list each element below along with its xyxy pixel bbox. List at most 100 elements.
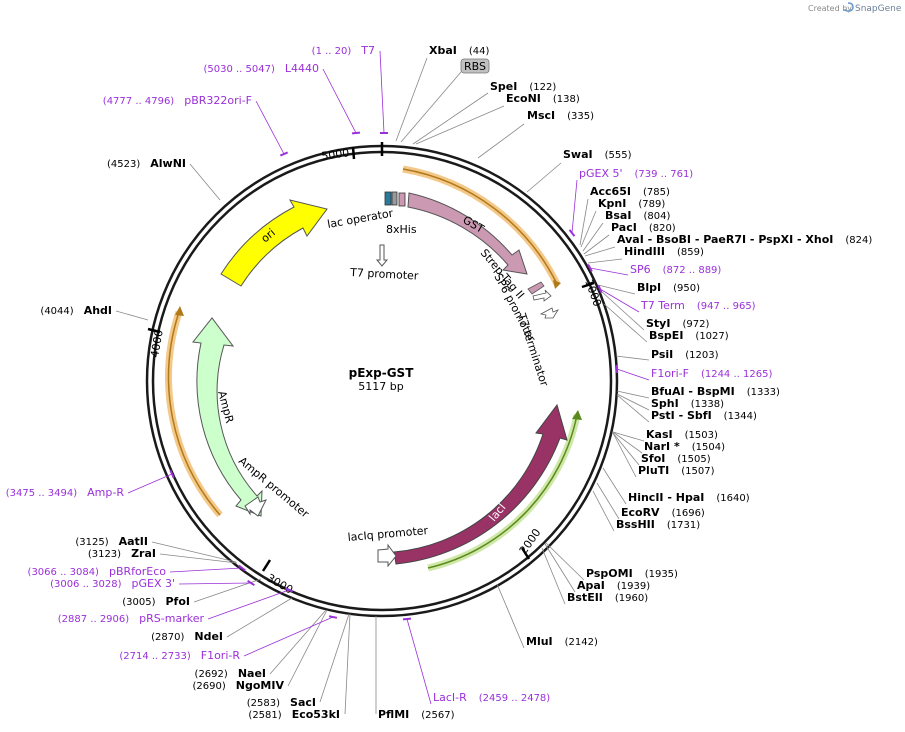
- leader-econi: [415, 105, 505, 145]
- t7-terminator-label: T7 terminator: [515, 311, 551, 388]
- site-position-avai-bsobi-paer7i-pspxi-xhoi: (824): [845, 235, 872, 246]
- site-position-swai: (555): [605, 150, 632, 161]
- orf-arcs: [165, 165, 582, 572]
- site-name-laci-r: LacI-R: [433, 691, 467, 704]
- laciq-promoter-label: lacIq promoter: [347, 524, 429, 544]
- site-position-l4440: (5030 .. 5047): [203, 64, 275, 75]
- leader-sphi: [616, 393, 650, 411]
- site-name-ecorv: EcoRV: [621, 506, 660, 519]
- t7-promoter-arrow: [375, 244, 389, 267]
- site-ecorv: EcoRV(1696): [621, 506, 705, 519]
- snapgene-credit: Created by SnapGene: [808, 2, 902, 14]
- site-eco53ki: Eco53kI(2581): [248, 708, 340, 721]
- site-position-pbr322ori-f: (4777 .. 4796): [103, 96, 175, 107]
- site-name-swai: SwaI: [563, 148, 593, 161]
- site-econi: EcoNI(138): [506, 92, 580, 105]
- ampr-arrow: [192, 317, 263, 517]
- site-name-blpi: BlpI: [637, 281, 661, 294]
- site-name-hincii-hpai: HincII - HpaI: [628, 491, 704, 504]
- site-name-sfoi: SfoI: [641, 452, 665, 465]
- strep-tag-box: [527, 281, 545, 295]
- leader-msci: [477, 123, 525, 159]
- site-position-msci: (335): [567, 111, 594, 122]
- primer-mark-l4440: [351, 131, 361, 135]
- site-sp6: SP6(872 .. 889): [630, 263, 721, 276]
- site-pbr322ori-f: pBR322ori-F (4777 .. 4796): [103, 94, 252, 107]
- site-xbai: XbaI(44): [429, 44, 490, 57]
- site-f1ori-f: F1ori-F(1244 .. 1265): [651, 367, 772, 380]
- leader-sp6: [589, 267, 629, 276]
- site-kasi: KasI (1503): [646, 428, 718, 441]
- site-position-psti-sbfi: (1344): [724, 411, 757, 422]
- site-position-pgex-3: (3006 .. 3028): [50, 579, 122, 590]
- site-psii: PsiI(1203): [651, 348, 719, 361]
- site-t7: T7(1 .. 20): [312, 44, 375, 57]
- leader-alwni: [189, 163, 221, 201]
- site-name-kasi: KasI: [646, 428, 673, 441]
- site-leader-lines: [115, 50, 650, 715]
- site-position-mlui: (2142): [565, 637, 598, 648]
- primer-mark-prs-marker: [284, 587, 294, 593]
- site-laci-r: LacI-R(2459 .. 2478): [433, 691, 550, 704]
- site-position-bsteii: (1960): [615, 593, 648, 604]
- site-name-pflmi: PflMI: [378, 708, 409, 721]
- leader-ndei: [226, 597, 293, 638]
- site-name-msci: MscI: [527, 109, 555, 122]
- site-blpi: BlpI (950): [637, 281, 700, 294]
- site-name-styi: StyI: [646, 317, 670, 330]
- site-name-pbrforeco: pBRforEco: [109, 565, 166, 578]
- site-position-t7: (1 .. 20): [312, 46, 352, 57]
- tick-label-4000: 4000: [148, 329, 166, 359]
- site-position-acc65i: (785): [643, 187, 670, 198]
- site-pgex-3: pGEX 3'(3006 .. 3028): [50, 577, 175, 590]
- leader-bsshii: [592, 490, 615, 532]
- site-name-eco53ki: Eco53kI: [292, 708, 340, 721]
- tick-label-5000: 5000: [321, 146, 351, 163]
- site-bspei: BspEI(1027): [649, 329, 729, 342]
- leader-aatii: [151, 541, 237, 563]
- site-apai: ApaI (1939): [577, 579, 650, 592]
- site-position-bsai: (804): [643, 211, 670, 222]
- site-rbs: RBS: [460, 58, 490, 74]
- site-name-kpni: KpnI: [598, 197, 626, 210]
- orf-laci-arrowhead: [572, 410, 582, 420]
- leader-ngomiv: [287, 609, 328, 687]
- site-position-zrai: (3123): [88, 549, 121, 560]
- site-sfoi: SfoI(1505): [641, 452, 711, 465]
- site-position-pluti: (1507): [681, 466, 714, 477]
- leader-styi: [600, 290, 645, 331]
- site-name-naei: NaeI: [238, 667, 266, 680]
- site-position-spei: (122): [529, 82, 556, 93]
- site-name-sphi: SphI: [651, 397, 679, 410]
- leader-hindiii: [587, 258, 623, 264]
- leader-pgex-3: [178, 582, 252, 585]
- site-hincii-hpai: HincII - HpaI(1640): [628, 491, 750, 504]
- leader-kpni: [580, 210, 597, 248]
- site-name-zrai: ZraI: [131, 547, 156, 560]
- site-position-blpi: (950): [673, 283, 700, 294]
- site-position-ndei: (2870): [151, 632, 184, 643]
- site-position-apai: (1939): [617, 581, 650, 592]
- tick-2000: [520, 547, 531, 560]
- leader-bsteii: [541, 547, 566, 605]
- site-position-bspei: (1027): [695, 331, 728, 342]
- leader-bspei: [603, 303, 648, 343]
- site-avai-bsobi-paer7i-pspxi-xhoi: AvaI - BsoBI - PaeR7I - PspXI - XhoI(824…: [617, 233, 872, 246]
- site-position-pbrforeco: (3066 .. 3084): [28, 567, 100, 578]
- site-position-kasi: (1503): [685, 430, 718, 441]
- site-position-psii: (1203): [685, 350, 718, 361]
- site-pspomi: PspOMI(1935): [586, 567, 678, 580]
- site-swai: SwaI (555): [563, 148, 632, 161]
- site-nari: NarI *(1504): [644, 440, 725, 453]
- site-acc65i: Acc65I(785): [590, 185, 670, 198]
- site-ndei: NdeI(2870): [151, 630, 223, 643]
- primer-mark-f1ori-r: [328, 615, 338, 619]
- leader-zrai: [159, 553, 238, 564]
- site-kpni: KpnI(789): [598, 197, 665, 210]
- sp6-promoter-arrow: [532, 289, 552, 302]
- site-name-apai: ApaI: [577, 579, 605, 592]
- plasmid-name: pExp-GST: [349, 366, 415, 380]
- site-name-psti-sbfi: PstI - SbfI: [651, 409, 712, 422]
- site-name-pbr322ori-f: pBR322ori-F: [184, 94, 252, 107]
- site-t7-term: T7 Term(947 .. 965): [640, 299, 756, 312]
